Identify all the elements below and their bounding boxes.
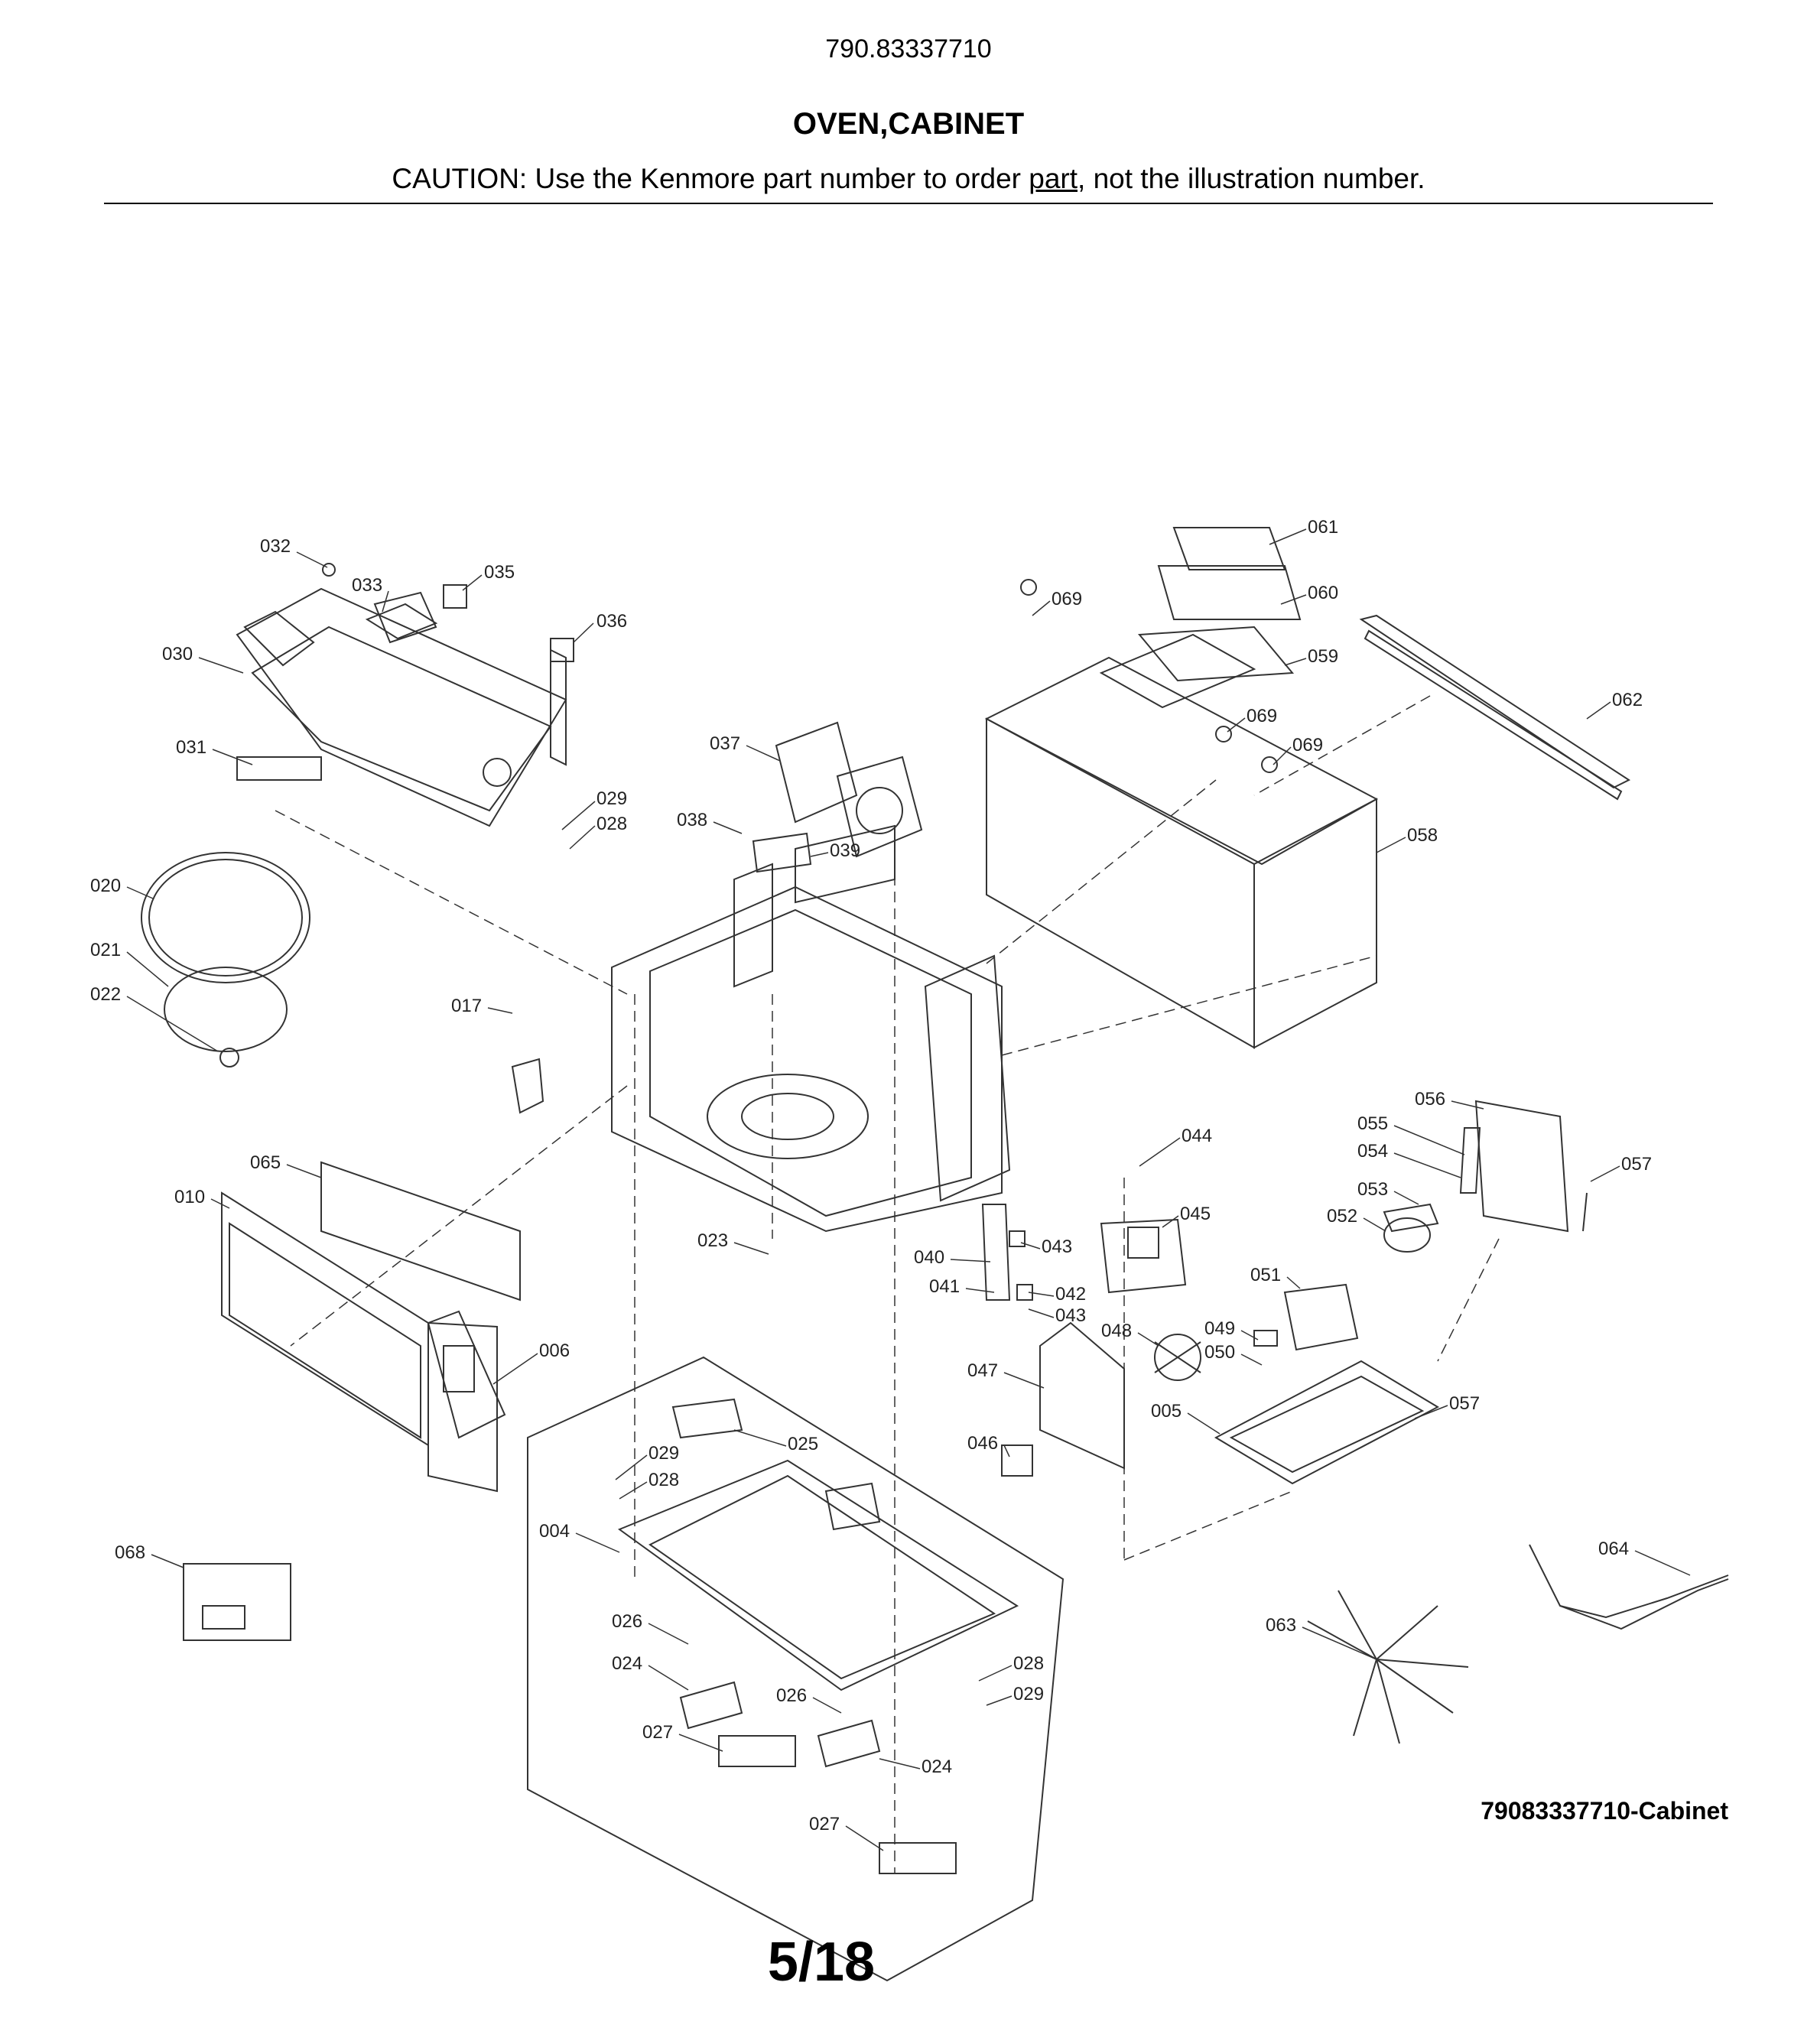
callout-010: 010 [174, 1187, 205, 1207]
callout-056: 056 [1415, 1089, 1445, 1110]
callout-031: 031 [176, 737, 206, 758]
callout-024b: 024 [922, 1756, 952, 1777]
power-cord-illustration [1529, 1544, 1729, 1630]
callout-005: 005 [1151, 1401, 1182, 1422]
callout-043a: 043 [1042, 1236, 1072, 1257]
callout-054: 054 [1357, 1141, 1388, 1162]
callout-069c: 069 [1292, 735, 1323, 756]
callout-027a: 027 [642, 1722, 673, 1743]
callout-037: 037 [710, 733, 740, 754]
callout-029b: 029 [648, 1443, 679, 1464]
callout-030: 030 [162, 644, 193, 665]
fan-and-capacitor-illustration [1154, 1283, 1359, 1381]
callout-065: 065 [250, 1152, 281, 1173]
control-board-illustration [1383, 1100, 1588, 1253]
callout-058: 058 [1407, 825, 1438, 846]
callout-064: 064 [1598, 1539, 1629, 1559]
callout-029c: 029 [1013, 1684, 1044, 1704]
alignment-lines [275, 695, 1500, 1873]
callout-017: 017 [451, 996, 482, 1016]
callout-026a: 026 [612, 1611, 642, 1632]
callout-047: 047 [967, 1360, 998, 1381]
base-plate-illustration [236, 587, 567, 827]
callout-021: 021 [90, 940, 121, 960]
chassis-plate-illustration [1214, 1330, 1440, 1485]
caution-suffix: , not the illustration number. [1078, 163, 1425, 194]
callout-028b: 028 [648, 1470, 679, 1490]
callout-033: 033 [352, 575, 382, 596]
callout-053: 053 [1357, 1179, 1388, 1200]
callout-004: 004 [539, 1521, 570, 1542]
callout-057a: 057 [1621, 1154, 1652, 1175]
callout-068: 068 [115, 1542, 145, 1563]
figure-id: 79083337710-Cabinet [1481, 1797, 1728, 1825]
callout-050: 050 [1204, 1342, 1235, 1363]
callout-060: 060 [1308, 583, 1338, 603]
control-panel-illustration [427, 1321, 498, 1493]
callout-048: 048 [1101, 1321, 1132, 1341]
door-illustration [221, 1161, 521, 1447]
caution-underlined-word: part [1029, 163, 1078, 194]
callout-040: 040 [914, 1247, 944, 1268]
leader-lines [126, 528, 1691, 1851]
blower-illustration [775, 721, 923, 858]
callout-028c: 028 [1013, 1653, 1044, 1674]
callout-032: 032 [260, 536, 291, 557]
base-tray-illustration [527, 1356, 1065, 1982]
outer-case-illustration [984, 527, 1379, 1049]
callout-027b: 027 [809, 1814, 840, 1834]
callout-039: 039 [830, 840, 860, 861]
callout-028a: 028 [596, 814, 627, 834]
callout-038: 038 [677, 810, 707, 830]
callout-041: 041 [929, 1276, 960, 1297]
callout-labels: 032 033 035 036 030 031 029 028 037 038 … [90, 517, 1652, 1834]
callout-026b: 026 [776, 1685, 807, 1706]
callout-057b: 057 [1449, 1393, 1480, 1414]
callout-062: 062 [1612, 690, 1643, 710]
turntable-illustration [141, 852, 310, 1067]
callout-042: 042 [1055, 1284, 1086, 1305]
section-title: OVEN,CABINET [792, 107, 1025, 141]
callout-036: 036 [596, 611, 627, 632]
header-divider [104, 203, 1713, 204]
page-number: 5/18 [767, 1932, 876, 1993]
caution-note: CAUTION: Use the Kenmore part number to … [0, 163, 1817, 195]
callout-025: 025 [788, 1434, 818, 1454]
callout-059: 059 [1308, 646, 1338, 667]
callout-061: 061 [1308, 517, 1338, 538]
door-latch-illustration [981, 1204, 1033, 1301]
wire-harness-illustration [1307, 1590, 1469, 1744]
callout-069b: 069 [1247, 706, 1277, 726]
caution-prefix: CAUTION: Use the Kenmore part number to … [392, 163, 1029, 194]
model-number: 790.83337710 [825, 34, 992, 63]
transformer-illustration [1100, 1218, 1187, 1294]
callout-052: 052 [1327, 1206, 1357, 1227]
callout-023: 023 [697, 1230, 728, 1251]
callout-043b: 043 [1055, 1305, 1086, 1326]
small-parts-top-left [322, 563, 574, 662]
mounting-rail-illustration [1359, 614, 1631, 801]
callout-035: 035 [484, 562, 515, 583]
callout-049: 049 [1204, 1318, 1235, 1339]
callout-020: 020 [90, 876, 121, 896]
callout-046: 046 [967, 1433, 998, 1454]
hardware-kit-illustration [183, 1563, 291, 1641]
callout-022: 022 [90, 984, 121, 1005]
callout-045: 045 [1180, 1204, 1211, 1224]
callout-006: 006 [539, 1340, 570, 1361]
callout-024a: 024 [612, 1653, 642, 1674]
callout-069a: 069 [1052, 589, 1082, 609]
oven-cavity-illustration [511, 824, 1011, 1233]
callout-044: 044 [1182, 1126, 1212, 1146]
callout-051: 051 [1250, 1265, 1281, 1285]
callout-029a: 029 [596, 788, 627, 809]
callout-055: 055 [1357, 1113, 1388, 1134]
fan-duct-illustration [1001, 1321, 1125, 1477]
callout-063: 063 [1266, 1615, 1296, 1636]
